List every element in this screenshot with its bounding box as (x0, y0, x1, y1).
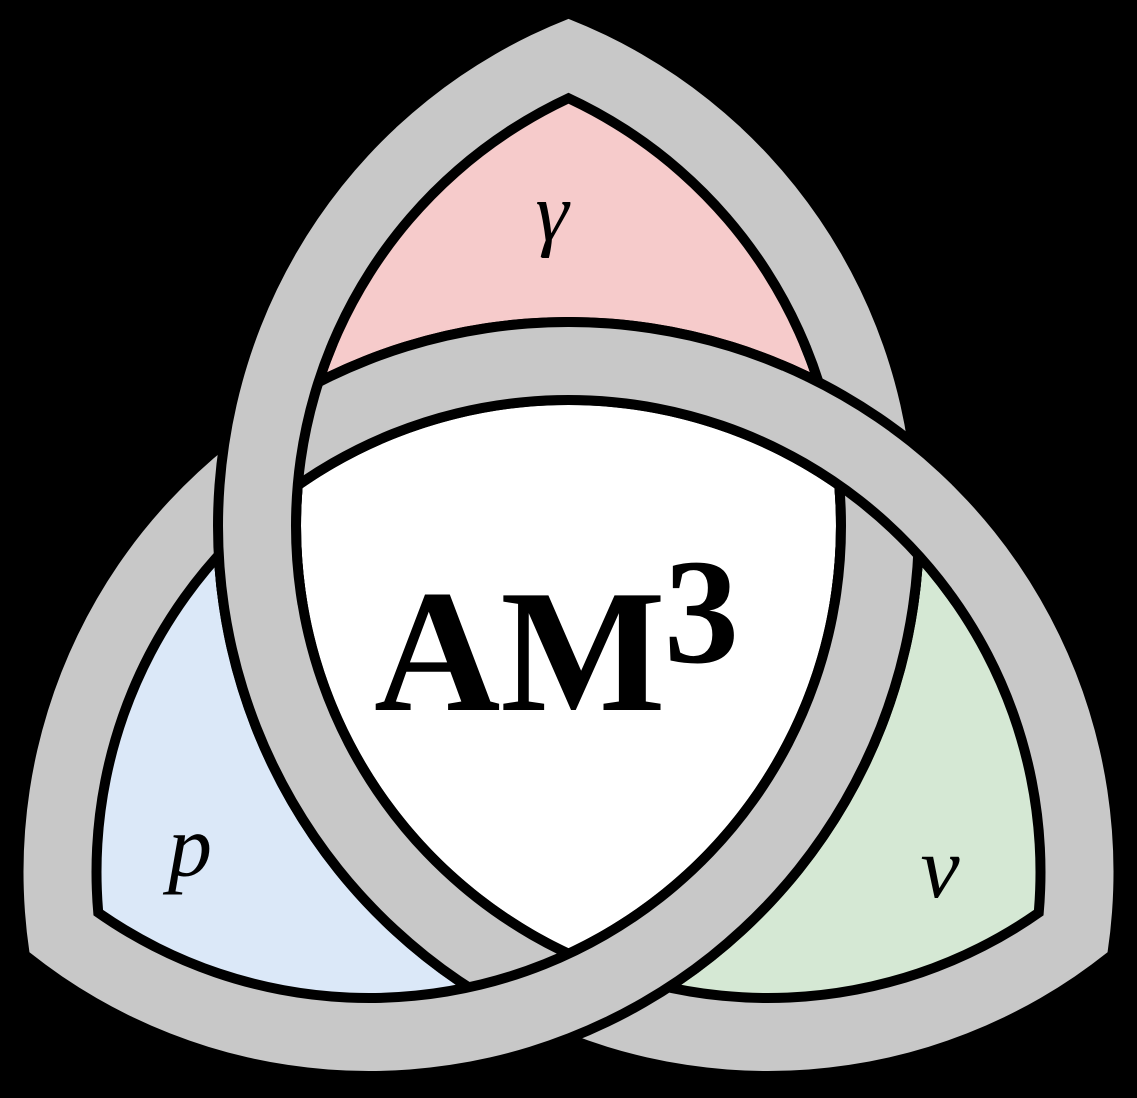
neutrino-label: ν (920, 820, 960, 917)
center-title-exponent: 3 (664, 529, 739, 695)
proton-label: p (162, 799, 212, 896)
center-title: AM (374, 554, 666, 748)
center-shield (295, 399, 842, 954)
gamma-label: γ (535, 166, 570, 259)
